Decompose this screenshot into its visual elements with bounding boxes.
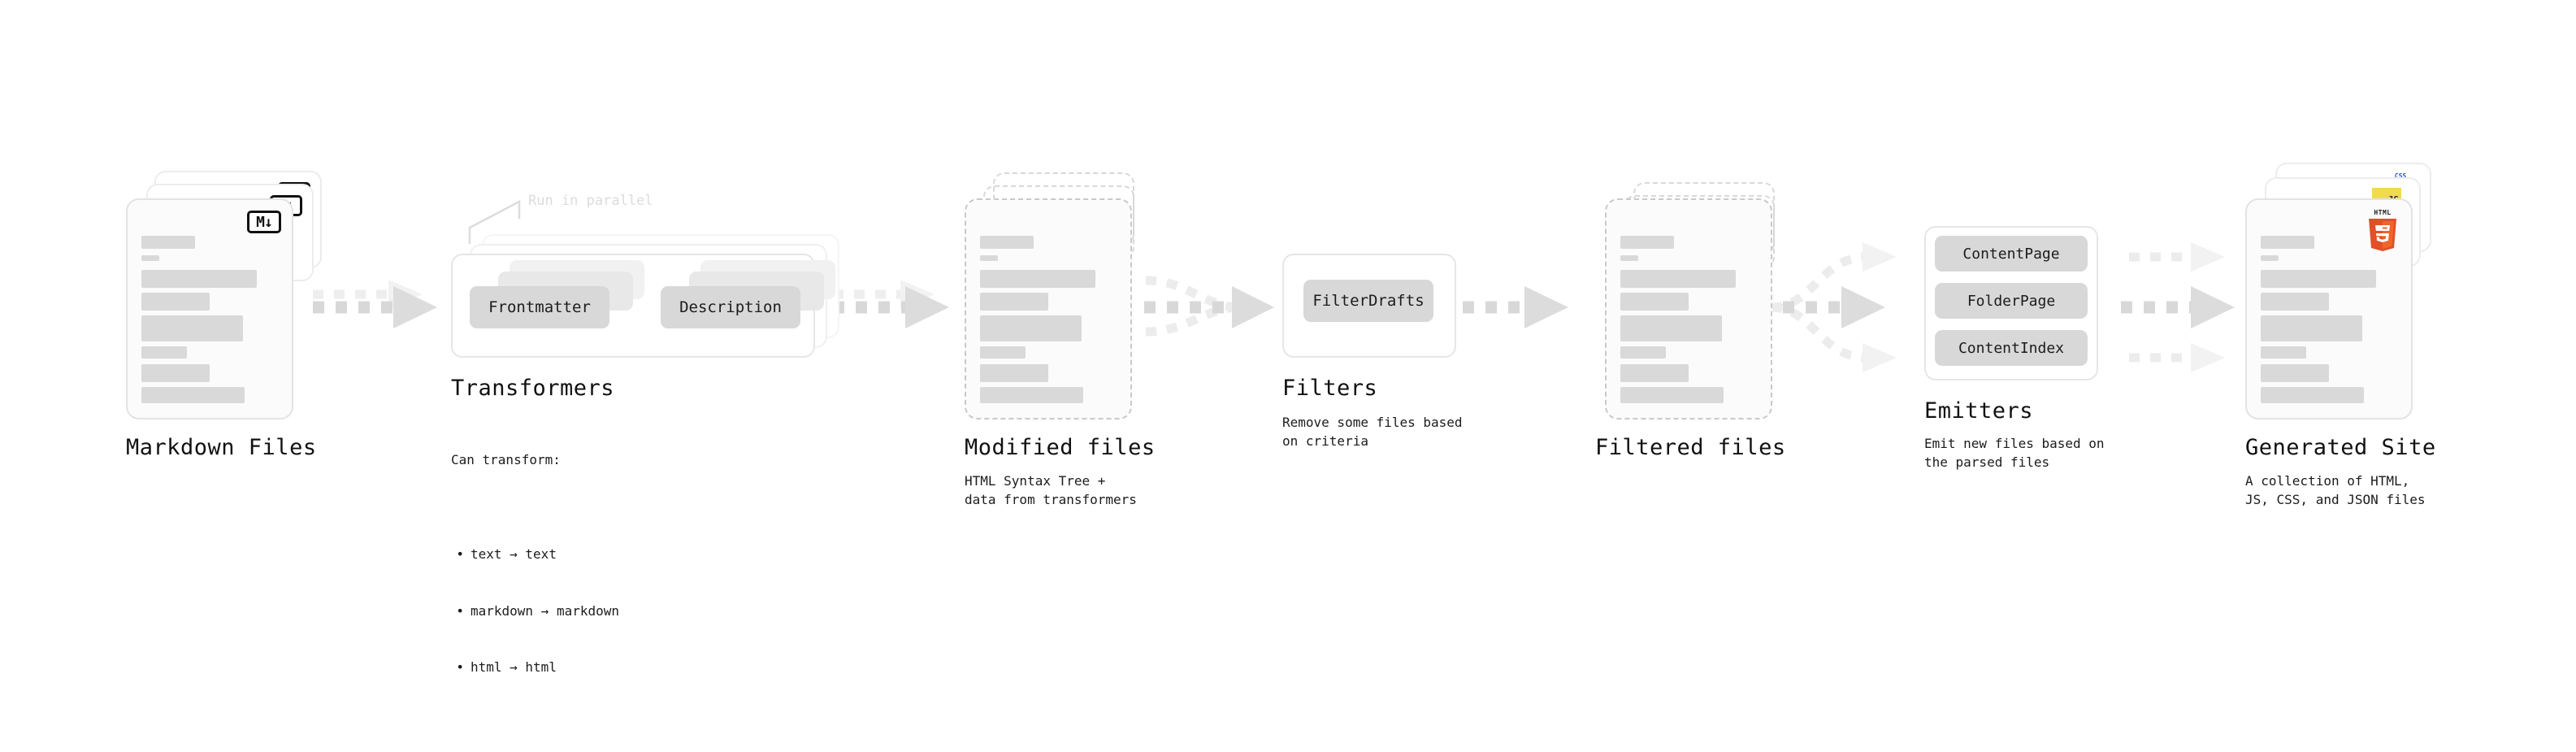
transform-item: text → text bbox=[451, 545, 619, 563]
markdown-badge: M↓ bbox=[247, 211, 281, 233]
doc-line bbox=[2261, 293, 2329, 311]
doc-line bbox=[2261, 387, 2364, 403]
stage-transformers: Run in parallel x x Frontmatter x x Desc… bbox=[0, 0, 894, 675]
pill-folderpage[interactable]: FolderPage bbox=[1935, 283, 2088, 319]
doc-line bbox=[1620, 315, 1722, 341]
doc-line bbox=[1620, 236, 1674, 249]
filtered-card-front bbox=[1605, 198, 1772, 419]
doc-line bbox=[141, 236, 195, 249]
stage-subtitle-modified-files: HTML Syntax Tree + data from transformer… bbox=[965, 473, 1137, 508]
doc-line bbox=[2261, 346, 2306, 359]
html5-badge: HTML bbox=[2366, 210, 2400, 252]
doc-line bbox=[2261, 270, 2376, 288]
stage-subtitle-generated-site: A collection of HTML, JS, CSS, and JSON … bbox=[2245, 473, 2426, 508]
doc-line bbox=[141, 364, 210, 382]
html5-badge-label: HTML bbox=[2374, 209, 2392, 216]
stage-title-transformers: Transformers bbox=[451, 376, 615, 401]
pill-filterdrafts[interactable]: FilterDrafts bbox=[1303, 280, 1433, 322]
doc-line bbox=[980, 315, 1082, 341]
doc-line bbox=[980, 236, 1034, 249]
stage-markdown-files: M↓ M↓ M↓ Markdown Files bbox=[0, 0, 341, 488]
doc-line bbox=[2261, 315, 2362, 341]
html5-shield-icon bbox=[2369, 219, 2396, 251]
doc-line bbox=[980, 270, 1095, 288]
doc-line bbox=[1620, 387, 1724, 403]
doc-line bbox=[980, 346, 1026, 359]
css-badge-label: CSS bbox=[2394, 172, 2407, 180]
doc-line bbox=[141, 315, 243, 341]
markdown-card-front: M↓ bbox=[126, 198, 293, 419]
doc-line bbox=[141, 270, 257, 288]
stage-subtitle-transformers: Can transform: text → text markdown → ma… bbox=[451, 413, 619, 752]
transform-heading: Can transform: bbox=[451, 452, 561, 468]
stage-title-markdown-files: Markdown Files bbox=[126, 435, 317, 460]
pill-contentindex[interactable]: ContentIndex bbox=[1935, 330, 2088, 366]
run-in-parallel-label: Run in parallel bbox=[528, 193, 653, 209]
stage-modified-files: Modified files HTML Syntax Tree + data f… bbox=[0, 0, 1219, 520]
doc-line bbox=[980, 255, 998, 261]
pill-description[interactable]: Description bbox=[661, 286, 800, 328]
stage-subtitle-filters: Remove some files based on criteria bbox=[1282, 415, 1463, 450]
doc-line bbox=[980, 364, 1048, 382]
doc-line bbox=[980, 293, 1048, 311]
stage-title-filters: Filters bbox=[1282, 376, 1378, 401]
doc-line bbox=[980, 387, 1083, 403]
stage-title-emitters: Emitters bbox=[1924, 398, 2034, 424]
doc-line bbox=[2261, 236, 2314, 249]
transform-item: markdown → markdown bbox=[451, 602, 619, 620]
doc-line bbox=[1620, 346, 1666, 359]
pill-contentpage[interactable]: ContentPage bbox=[1935, 236, 2088, 272]
stage-title-generated-site: Generated Site bbox=[2245, 435, 2436, 460]
stage-title-modified-files: Modified files bbox=[965, 435, 1156, 460]
doc-line bbox=[141, 255, 159, 261]
doc-line bbox=[141, 346, 187, 359]
modified-card-front bbox=[965, 198, 1132, 419]
stage-title-filtered-files: Filtered files bbox=[1595, 435, 1786, 460]
doc-line bbox=[1620, 364, 1689, 382]
transform-list: text → text markdown → markdown html → h… bbox=[451, 507, 619, 715]
doc-line bbox=[1620, 255, 1638, 261]
pipeline-diagram: M↓ M↓ M↓ Markdown Files Run in parallel … bbox=[0, 0, 2576, 681]
pill-frontmatter[interactable]: Frontmatter bbox=[470, 286, 609, 328]
stage-filtered-files: Filtered files bbox=[0, 0, 1853, 520]
stage-generated-site: CSS JS HTML bbox=[2245, 163, 2436, 508]
transform-item: html → html bbox=[451, 658, 619, 676]
doc-line bbox=[2261, 255, 2279, 261]
doc-line bbox=[1620, 293, 1689, 311]
stage-filters: FilterDrafts Filters Remove some files b… bbox=[0, 0, 1544, 520]
doc-line bbox=[2261, 364, 2329, 382]
stage-subtitle-emitters: Emit new files based on the parsed files bbox=[1924, 436, 2105, 471]
site-card-front: HTML bbox=[2245, 198, 2413, 419]
doc-line bbox=[141, 387, 245, 403]
doc-line bbox=[141, 293, 210, 311]
doc-line bbox=[1620, 270, 1736, 288]
stage-emitters: ContentPage FolderPage ContentIndex Emit… bbox=[1924, 226, 2105, 471]
